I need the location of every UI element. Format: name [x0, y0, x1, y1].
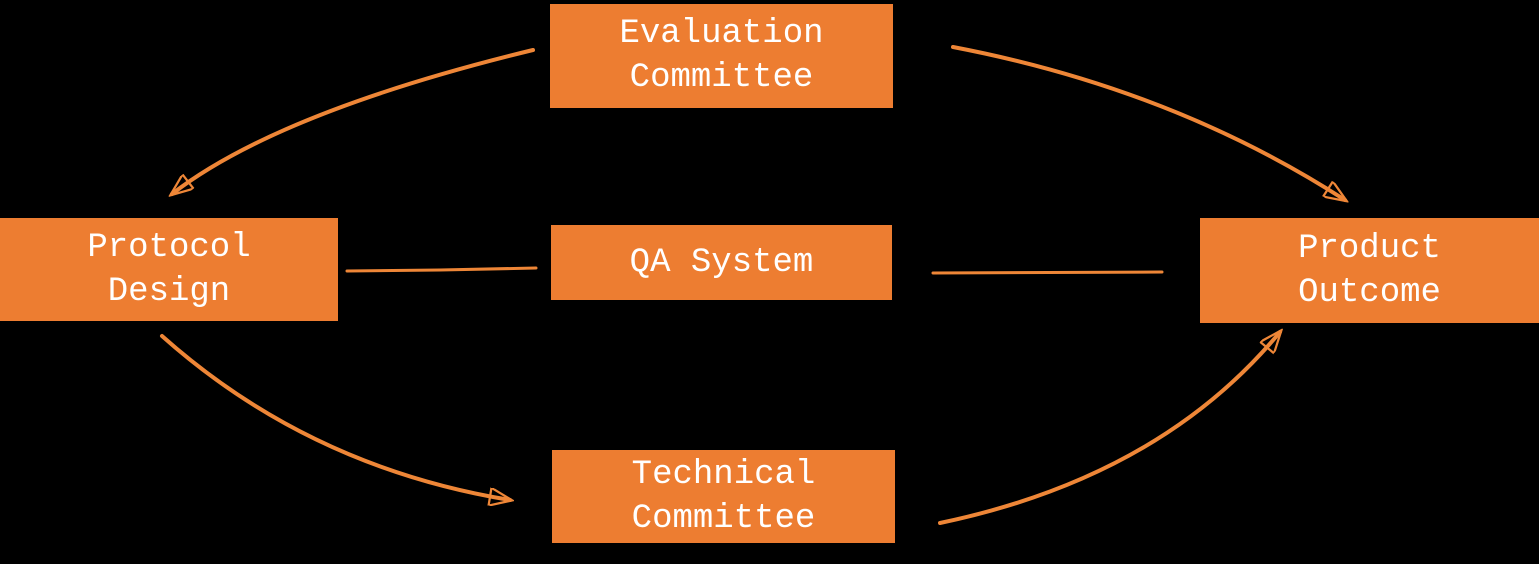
protocol-design-label-line2: Design: [107, 272, 231, 311]
product-outcome-label-line1: Product: [1298, 229, 1441, 268]
technical-committee-label-line2: Committee: [631, 499, 816, 538]
line-qa-to-product: [931, 270, 1164, 275]
arrow-protocol-to-technical: [160, 334, 510, 500]
evaluation-committee-label-line1: Evaluation: [619, 15, 824, 53]
qa-system-label: QA System: [629, 243, 814, 282]
technical-committee-label-line1: Technical: [631, 455, 816, 494]
product-outcome-label-line2: Outcome: [1298, 273, 1441, 312]
protocol-design-label-line1: Protocol: [87, 228, 251, 267]
product-outcome-box: Product Outcome: [1200, 218, 1539, 323]
evaluation-committee-box: Evaluation Committee: [550, 4, 893, 108]
arrow-evaluation-to-protocol: [172, 48, 535, 194]
protocol-design-box: Protocol Design: [0, 218, 338, 321]
arrow-technical-to-product: [938, 332, 1280, 525]
line-protocol-to-qa: [345, 266, 538, 273]
qa-system-box: QA System: [551, 225, 892, 300]
technical-committee-box: Technical Committee: [552, 450, 895, 543]
arrow-evaluation-to-product: [951, 45, 1345, 200]
evaluation-committee-label-line2: Committee: [629, 59, 814, 97]
